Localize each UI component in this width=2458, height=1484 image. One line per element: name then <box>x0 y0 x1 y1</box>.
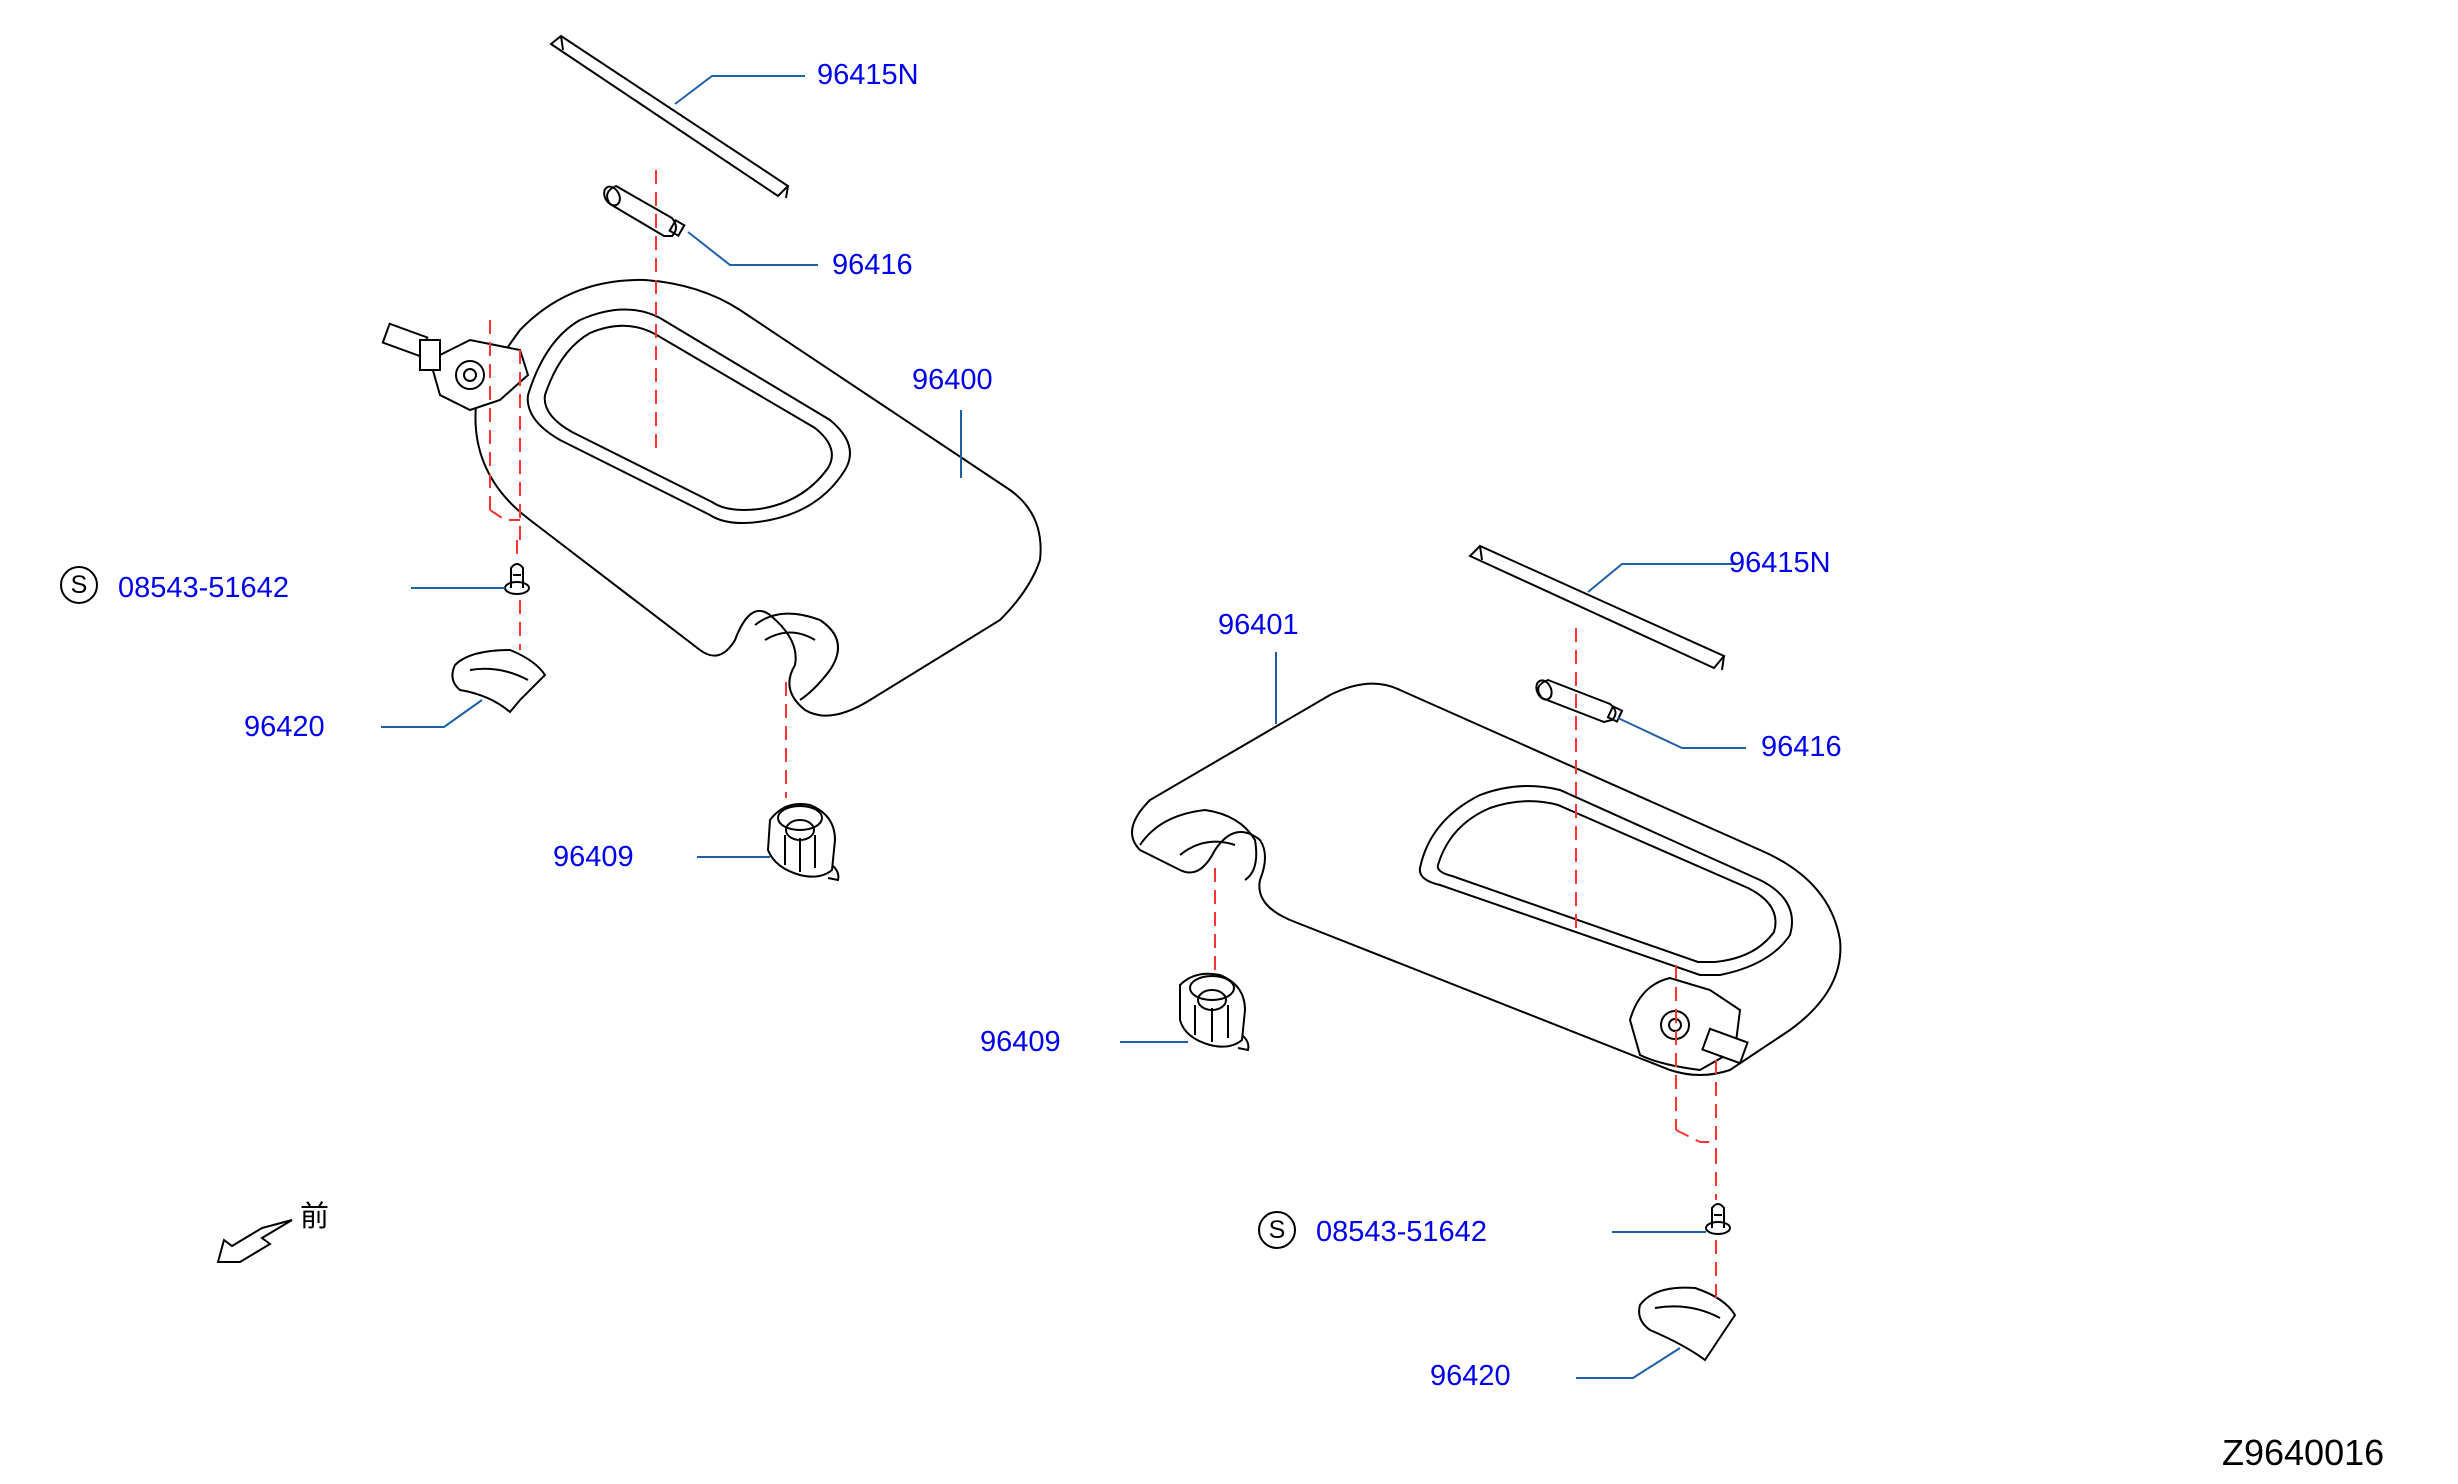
right-sun-visor[interactable] <box>1131 682 1842 1076</box>
label-right-strip[interactable]: 96415N <box>1729 547 1831 579</box>
left-holder[interactable] <box>766 803 840 882</box>
drawing-id: Z9640016 <box>2222 1432 2385 1473</box>
left-screw[interactable] <box>504 563 530 595</box>
right-leaders <box>1120 563 1746 1379</box>
front-direction-arrow-icon <box>216 1219 293 1263</box>
standard-part-mark-right: S <box>1258 1211 1296 1249</box>
left-visor-pin[interactable] <box>601 184 686 238</box>
left-sun-visor[interactable] <box>381 278 1042 717</box>
right-centerlines <box>1214 628 1717 1300</box>
label-right-pin[interactable]: 96416 <box>1761 731 1842 763</box>
label-left-holder[interactable]: 96409 <box>553 841 634 873</box>
right-visor-pin[interactable] <box>1533 678 1624 724</box>
label-right-visor[interactable]: 96401 <box>1218 609 1299 641</box>
label-left-cover[interactable]: 96420 <box>244 711 325 743</box>
right-screw[interactable] <box>1705 1203 1731 1235</box>
label-left-visor[interactable]: 96400 <box>912 364 993 396</box>
left-leaders <box>381 75 962 858</box>
left-centerlines <box>489 170 787 798</box>
right-visor-strip[interactable] <box>1468 544 1726 671</box>
label-right-cover[interactable]: 96420 <box>1430 1360 1511 1392</box>
left-visor-strip[interactable] <box>549 34 790 199</box>
left-cover[interactable] <box>451 648 547 714</box>
right-holder[interactable] <box>1179 972 1250 1052</box>
left-visor-assembly <box>381 34 1042 882</box>
label-right-screw[interactable]: 08543-51642 <box>1316 1216 1487 1248</box>
label-left-pin[interactable]: 96416 <box>832 249 913 281</box>
standard-part-mark-left: S <box>60 566 98 604</box>
right-visor-assembly <box>1131 544 1842 1362</box>
front-direction-label: 前 <box>300 1199 330 1233</box>
label-left-strip[interactable]: 96415N <box>817 59 919 91</box>
right-cover[interactable] <box>1638 1286 1737 1362</box>
label-left-screw[interactable]: 08543-51642 <box>118 572 289 604</box>
label-right-holder[interactable]: 96409 <box>980 1026 1061 1058</box>
